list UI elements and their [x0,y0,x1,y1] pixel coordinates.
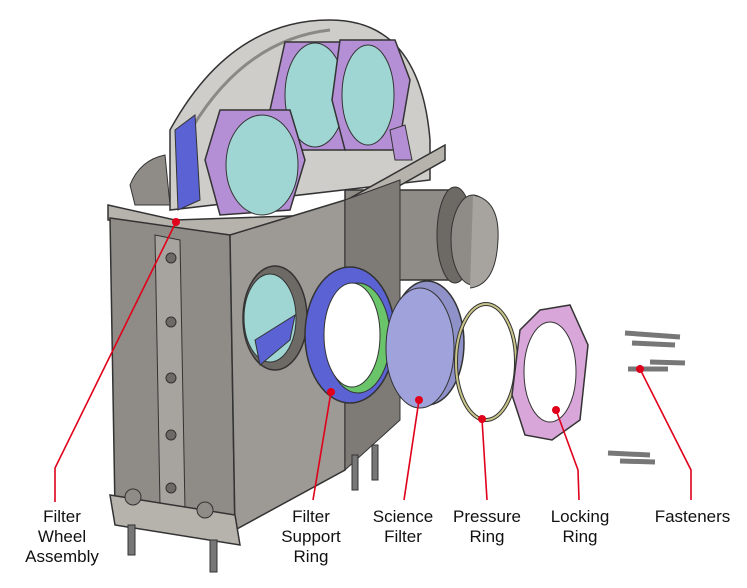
leader-lines [54,218,692,502]
label-line: Assembly [25,547,99,566]
leader-pressure-ring [481,418,488,501]
leader-filter-support-ring-dot [327,388,335,396]
label-science-filter: Science Filter [363,507,443,547]
leader-science-filter [403,399,420,501]
housing-bolts [165,252,177,494]
label-line: Ring [293,547,329,566]
leader-filter-wheel-assembly [54,221,177,502]
leader-science-filter-dot [415,396,423,404]
pressure-ring-part [454,302,518,422]
leader-filter-support-ring [312,391,332,501]
label-line: Ring [562,527,598,546]
filter-cell [331,39,411,151]
filter-wheel-assembly-part [129,19,431,216]
label-fasteners: Fasteners [645,507,740,527]
label-line: Filter [292,507,330,526]
leader-locking-ring [555,409,580,501]
leader-fasteners-dot [636,365,644,373]
label-locking-ring: Locking Ring [540,507,620,547]
label-line: Filter [384,527,422,546]
label-line: Pressure [452,507,522,526]
label-line: Support [281,527,341,546]
leader-fasteners [639,368,692,500]
leader-locking-ring-dot [552,406,560,414]
leader-filter-wheel-assembly-dot [172,218,180,226]
label-line: Fasteners [654,507,731,526]
housing [107,143,446,573]
filter-support-ring-part [304,266,396,404]
label-line: Science [372,507,434,526]
label-line: Filter [43,507,81,526]
label-pressure-ring: Pressure Ring [446,507,528,547]
label-line: Locking [550,507,610,526]
label-line: Ring [469,527,505,546]
filter-cell [204,109,306,216]
science-filter-part [385,280,465,409]
label-filter-wheel-assembly: Filter Wheel Assembly [22,507,102,567]
label-line: Wheel [37,527,87,546]
fasteners-part [607,330,686,465]
leader-pressure-ring-dot [478,415,486,423]
locking-ring-part [511,304,589,441]
label-filter-support-ring: Filter Support Ring [271,507,351,567]
